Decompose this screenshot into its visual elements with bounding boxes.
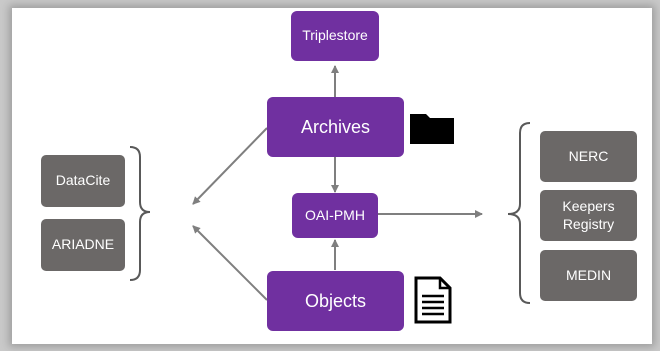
folder-icon: [410, 114, 454, 144]
objects-node: Objects: [267, 271, 404, 331]
datacite-label: DataCite: [55, 172, 111, 189]
left-brace: [129, 146, 151, 281]
objects-label: Objects: [304, 290, 367, 311]
nerc-node: NERC: [540, 131, 637, 182]
arrow-archives-to-left-group: [192, 127, 268, 205]
nerc-label: NERC: [568, 147, 609, 164]
ariadne-label: ARIADNE: [51, 236, 115, 253]
document-icon: [414, 276, 452, 324]
ariadne-node: ARIADNE: [41, 219, 125, 271]
right-brace: [507, 122, 531, 304]
keepers-registry-label: Keepers Registry: [562, 198, 615, 232]
oai-pmh-label: OAI-PMH: [305, 206, 365, 223]
medin-node: MEDIN: [540, 250, 637, 301]
datacite-node: DataCite: [41, 155, 125, 207]
triplestore-node: Triplestore: [291, 11, 379, 61]
keepers-registry-node: Keepers Registry: [540, 190, 637, 241]
oai-pmh-node: OAI-PMH: [292, 193, 378, 238]
archives-node: Archives: [267, 97, 404, 157]
arrow-objects-to-left-group: [192, 225, 268, 301]
archives-label: Archives: [300, 116, 371, 137]
medin-label: MEDIN: [565, 266, 612, 283]
triplestore-label: Triplestore: [302, 27, 368, 44]
